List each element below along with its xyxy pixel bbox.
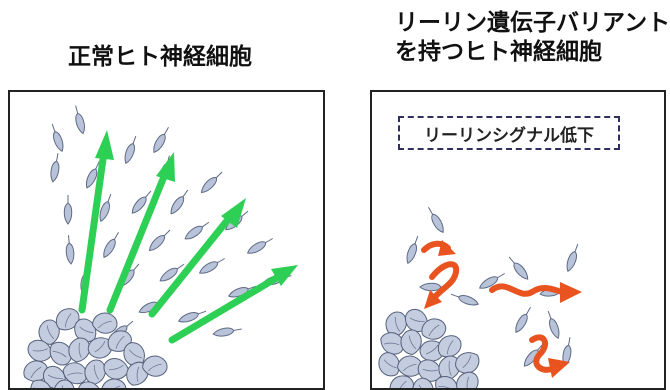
variant-title-line1: リーリン遺伝子バリアント <box>395 10 670 36</box>
wandering-arrow-1 <box>421 240 460 309</box>
wandering-arrow-2 <box>489 282 582 303</box>
impaired-migration-illustration <box>375 204 582 388</box>
variant-title-line2: を持つヒト神経細胞 <box>395 39 602 65</box>
wandering-arrow-3 <box>529 334 570 378</box>
migration-arrow-4 <box>168 265 298 344</box>
variant-neuron-panel: リーリンシグナル低下 <box>370 90 666 390</box>
reelin-signal-reduced-label: リーリンシグナル低下 <box>398 116 620 150</box>
migration-arrow-2 <box>106 152 175 314</box>
variant-neuron-title: リーリン遺伝子バリアント を持つヒト神経細胞 <box>395 9 670 67</box>
migration-arrow-1 <box>78 130 114 314</box>
normal-neuron-title: 正常ヒト神経細胞 <box>68 44 252 70</box>
normal-neuron-panel <box>8 90 325 390</box>
migration-arrow-3 <box>148 198 246 318</box>
normal-migration-illustration <box>21 104 298 388</box>
